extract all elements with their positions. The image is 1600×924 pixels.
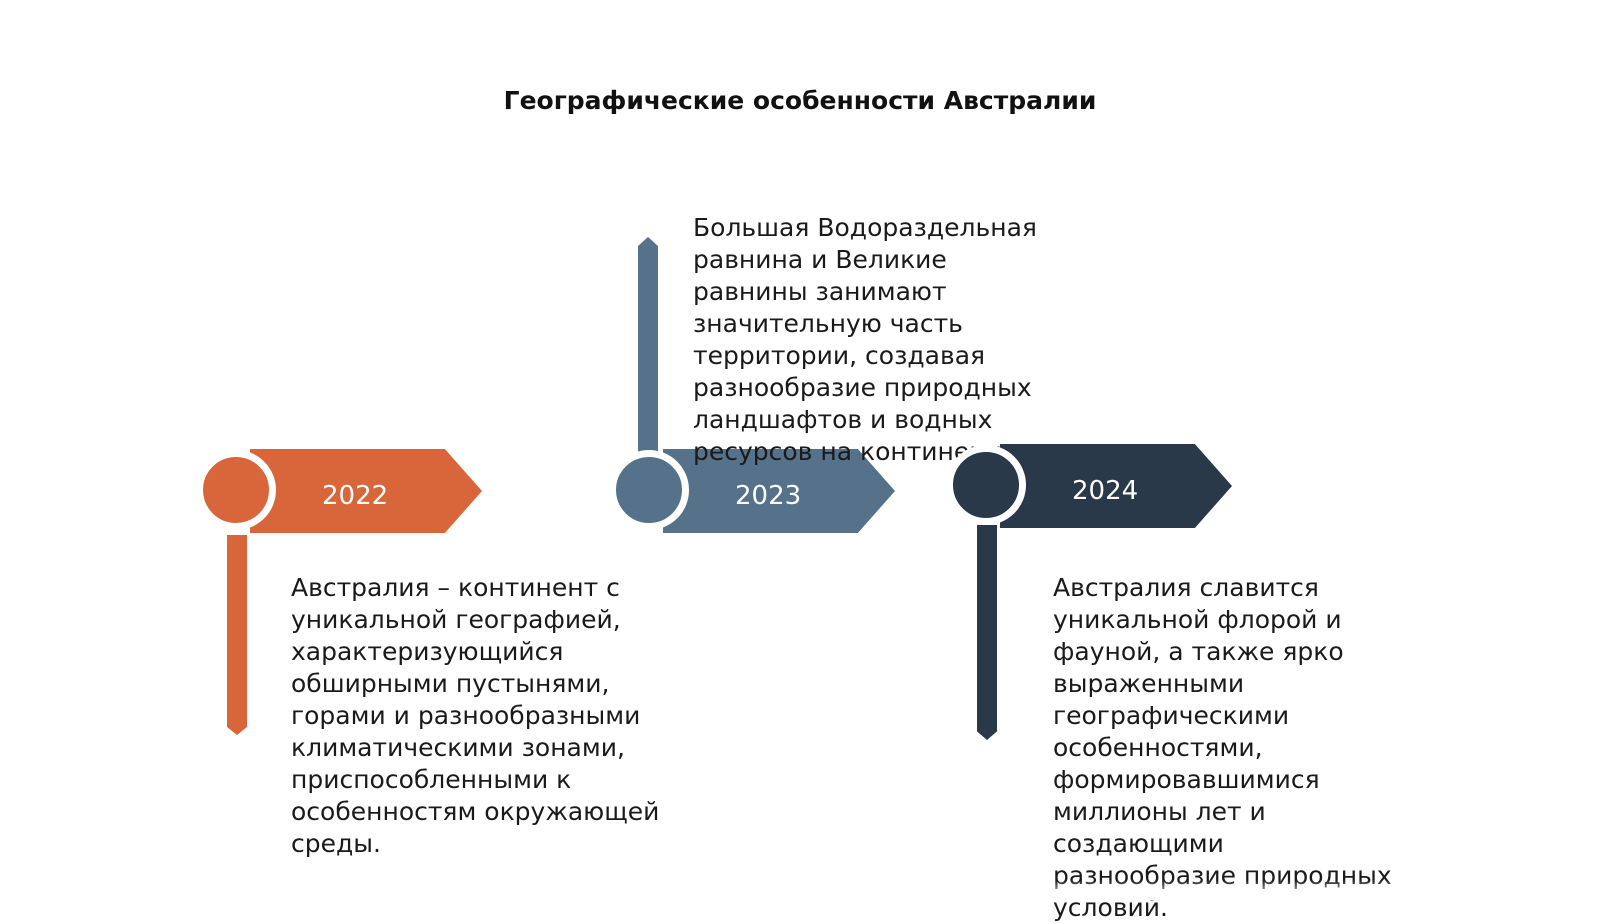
timeline-pin-2023 bbox=[638, 237, 658, 462]
year-banner-2022: 2022 bbox=[250, 449, 482, 533]
timeline-node-2024 bbox=[946, 445, 1026, 525]
timeline-pin-2022 bbox=[227, 535, 247, 735]
timeline-text-2023: Большая Водораздельная равнина и Великие… bbox=[693, 213, 1037, 466]
year-label-2024: 2024 bbox=[1072, 476, 1139, 506]
year-banner-2024: 2024 bbox=[1000, 444, 1232, 528]
timeline-text-2022: Австралия – континент с уникальной геогр… bbox=[291, 573, 660, 858]
year-banner-2023: 2023 bbox=[663, 449, 895, 533]
timeline-pin-2024 bbox=[977, 525, 997, 740]
timeline-node-2023 bbox=[609, 450, 689, 530]
bottom-fade bbox=[0, 880, 1600, 900]
page-title: Географические особенности Австралии bbox=[503, 86, 1097, 115]
timeline-text-2024: Австралия славится уникальной флорой и ф… bbox=[1053, 573, 1392, 922]
timeline-node-2022 bbox=[196, 450, 276, 530]
year-label-2023: 2023 bbox=[735, 481, 802, 511]
year-label-2022: 2022 bbox=[322, 481, 389, 511]
